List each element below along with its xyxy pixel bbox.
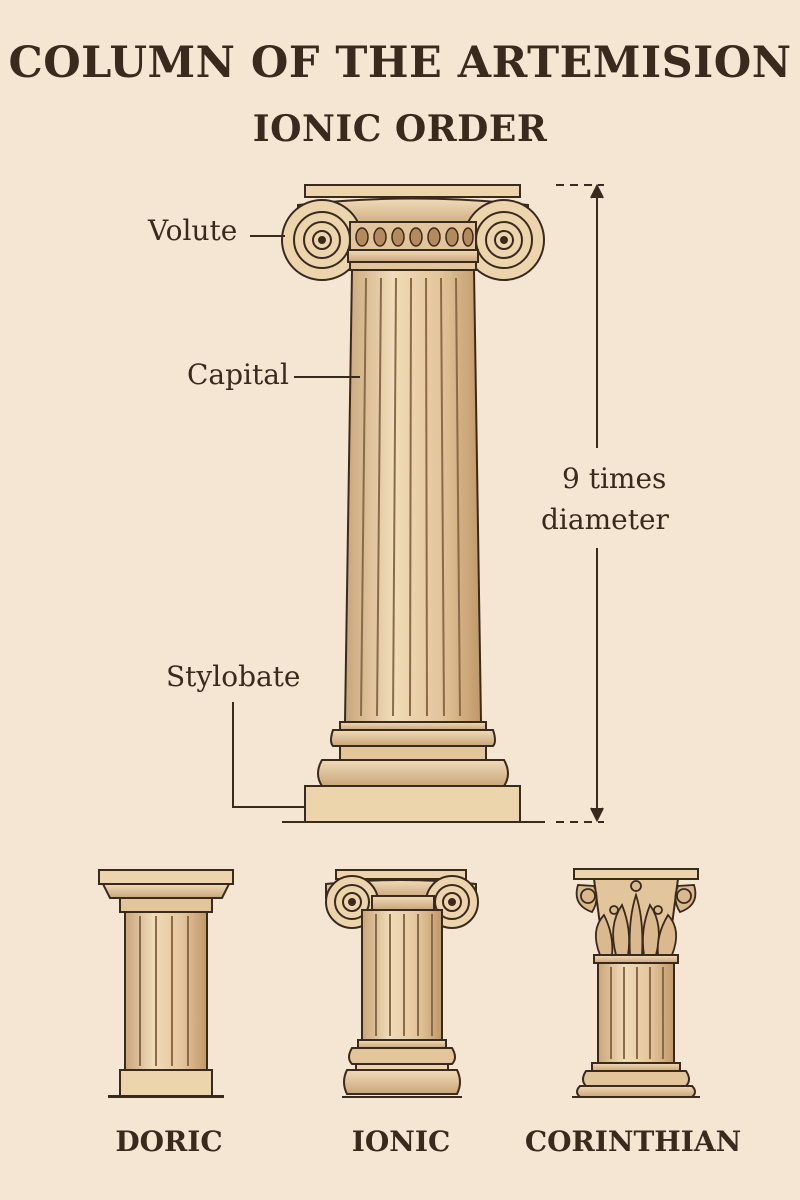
dimension-line: [556, 183, 604, 823]
page-title: COLUMN OF THE ARTEMISION: [8, 38, 792, 88]
leader-lines: [232, 235, 360, 808]
stylobate-block: [304, 785, 521, 823]
doric-label: DORIC: [115, 1125, 223, 1158]
scotia: [339, 745, 487, 761]
stylobate-leader: [232, 702, 305, 808]
capital-label: Capital: [187, 358, 289, 391]
upper-torus: [330, 729, 496, 747]
acanthus-leaves: [575, 880, 697, 956]
corinthian-column: [573, 868, 699, 1098]
egg-and-dart: [355, 227, 474, 247]
ionic-label: IONIC: [351, 1125, 451, 1158]
page-subtitle: IONIC ORDER: [252, 108, 548, 150]
lower-torus: [317, 759, 509, 787]
dimension-label-line2: diameter: [541, 503, 669, 536]
stylobate-label: Stylobate: [166, 660, 301, 693]
volute-label: Volute: [148, 214, 238, 247]
abacus: [304, 184, 521, 198]
corinthian-label: CORINTHIAN: [524, 1125, 742, 1158]
base-fillet: [339, 721, 487, 731]
ionic-column-small: [325, 869, 479, 1095]
fluting: [360, 277, 461, 717]
dimension-label-line1: 9 times: [562, 462, 667, 495]
necking: [347, 249, 479, 263]
volute-left: [281, 199, 363, 281]
doric-column: [98, 869, 234, 1097]
main-ionic-column: [281, 184, 545, 823]
